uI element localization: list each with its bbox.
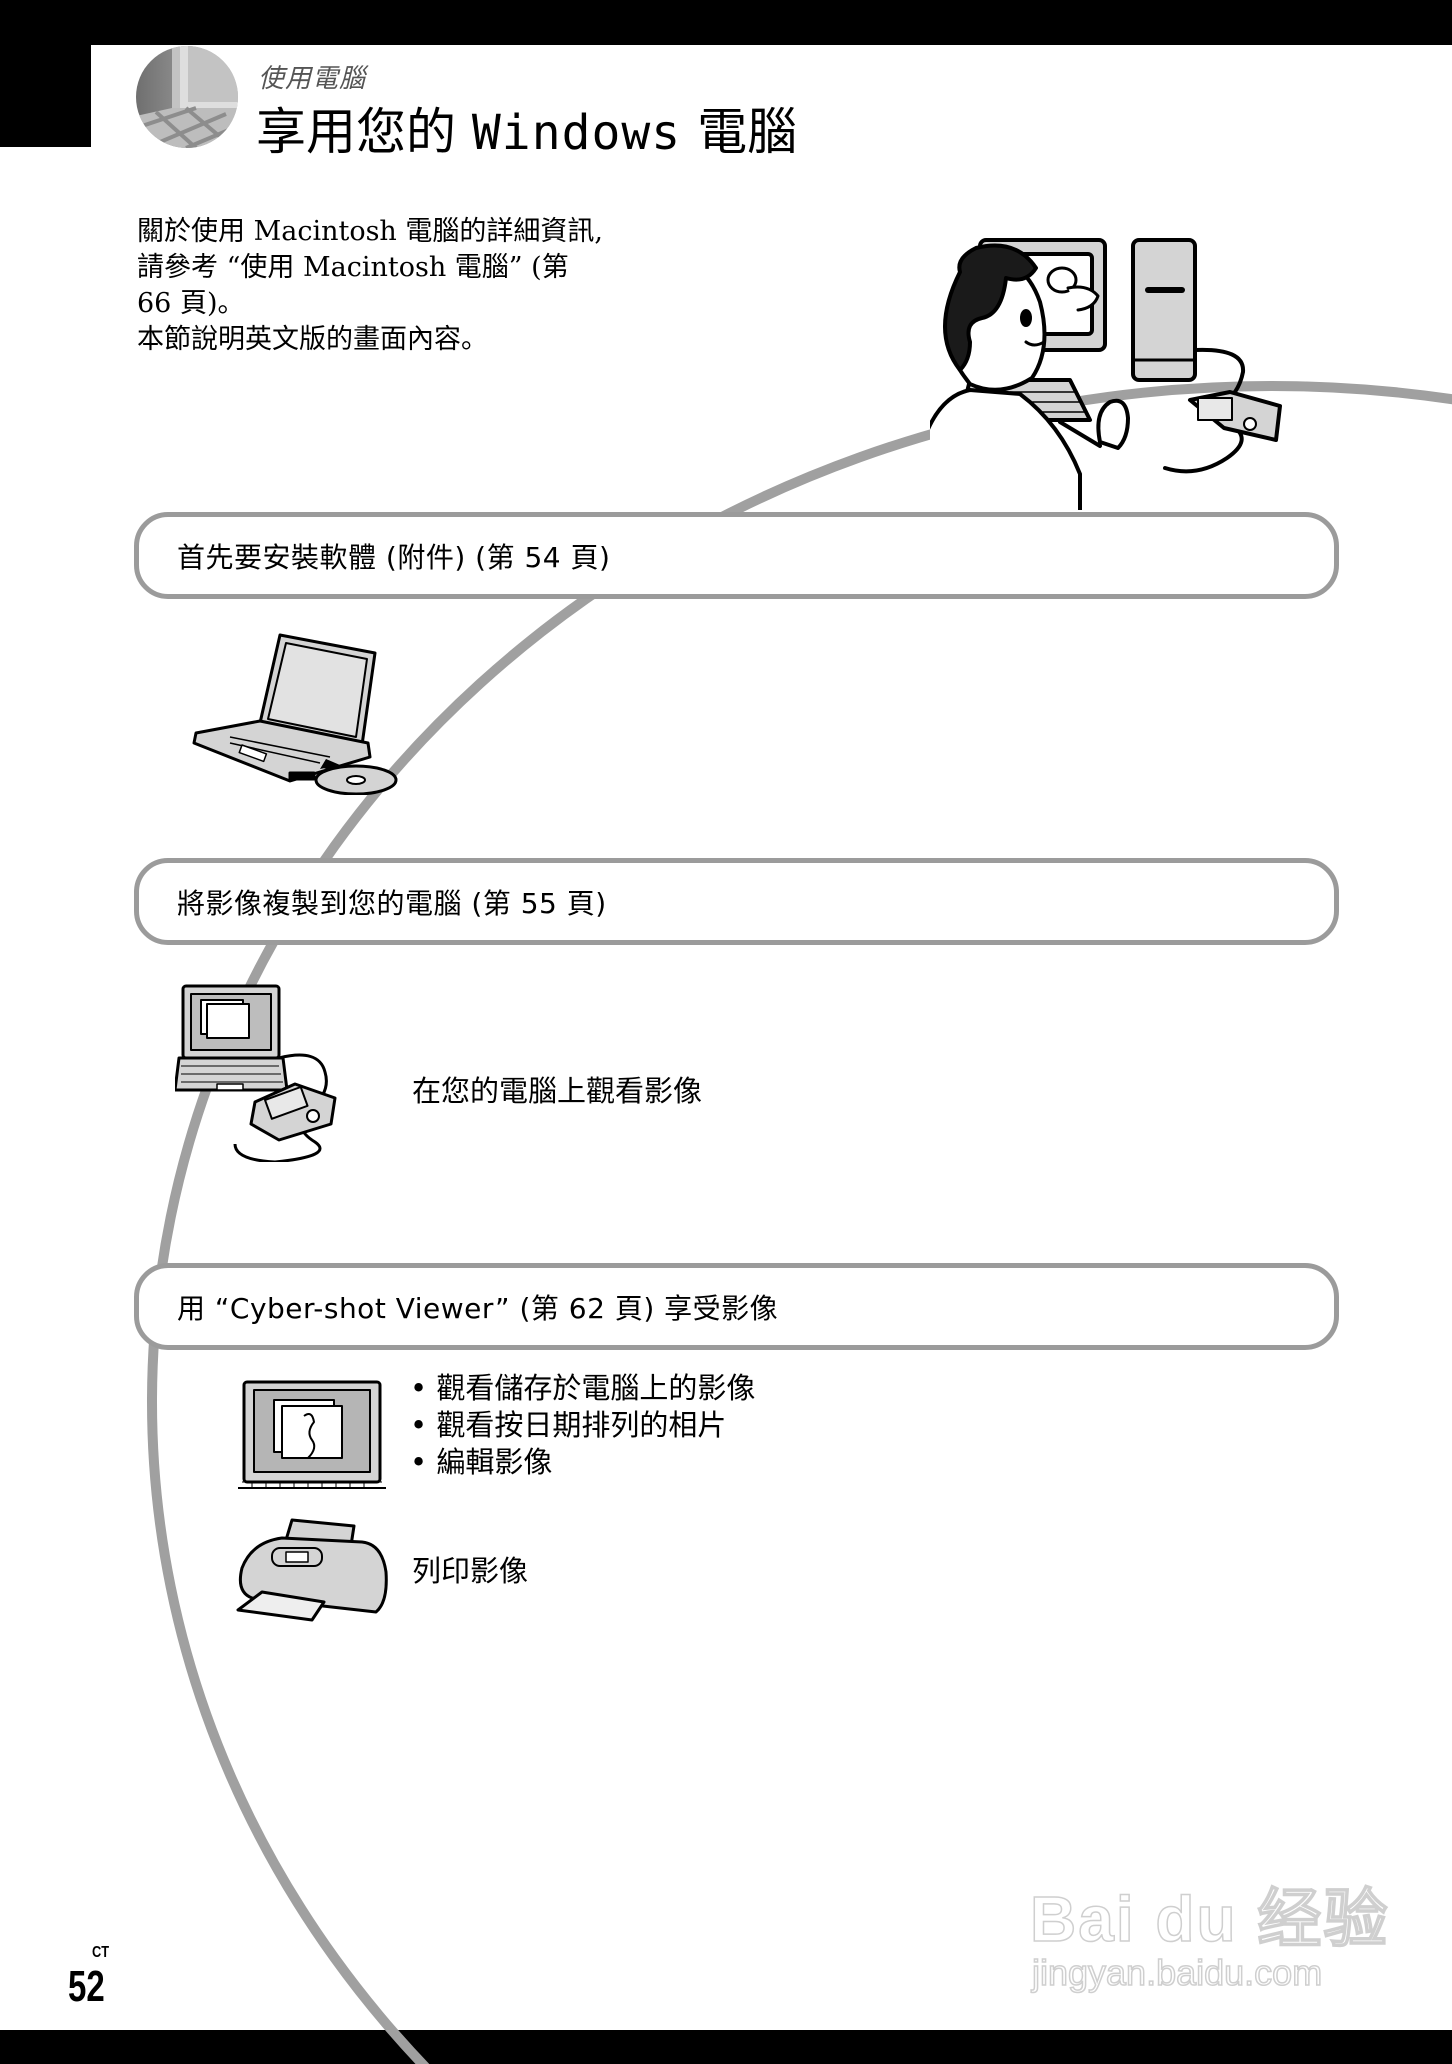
page-title: 享用您的 Windows 電腦 [256, 100, 797, 165]
laptop-screen-icon [238, 1380, 386, 1489]
intro-line: 本節說明英文版的畫面內容。 [137, 324, 488, 355]
print-images-label: 列印影像 [412, 1554, 529, 1588]
top-black-bar [0, 0, 1452, 45]
section-box-install-software[interactable]: 首先要安裝軟體 (附件) (第 54 頁) [134, 512, 1339, 599]
section-box-copy-images[interactable]: 將影像複製到您的電腦 (第 55 頁) [134, 858, 1339, 945]
laptop-cd-icon [192, 633, 398, 795]
person-computer-illustration-icon [930, 238, 1282, 510]
view-images-label: 在您的電腦上觀看影像 [412, 1074, 703, 1108]
title-suffix: 電腦 [697, 103, 798, 161]
section-heading: 首先要安裝軟體 (附件) (第 54 頁) [177, 540, 611, 574]
section-label: 使用電腦 [258, 64, 367, 94]
list-item: • 編輯影像 [410, 1445, 553, 1479]
title-windows: Windows [471, 105, 682, 161]
intro-line: 請參考 “使用 Macintosh 電腦” (第 [137, 252, 569, 283]
laptop-camera-icon [175, 984, 337, 1162]
section-heading: 用 “Cyber-shot Viewer” (第 62 頁) 享受影像 [177, 1291, 779, 1325]
intro-paragraph: 關於使用 Macintosh 電腦的詳細資訊, 請參考 “使用 Macintos… [137, 214, 697, 358]
page-number: 52 [68, 1962, 105, 2011]
watermark-brand: Bai du 经验 [1029, 1882, 1390, 1956]
list-item: • 觀看儲存於電腦上的影像 [410, 1371, 756, 1405]
viewer-feature-list: • 觀看儲存於電腦上的影像 • 觀看按日期排列的相片 • 編輯影像 [410, 1370, 755, 1481]
intro-line: 66 頁)。 [137, 288, 245, 319]
list-item: • 觀看按日期排列的相片 [410, 1408, 727, 1442]
bottom-black-bar [0, 2030, 1452, 2064]
section-box-cyber-shot-viewer[interactable]: 用 “Cyber-shot Viewer” (第 62 頁) 享受影像 [134, 1263, 1339, 1350]
watermark-url: jingyan.baidu.com [1031, 1951, 1323, 1994]
title-prefix: 享用您的 [256, 103, 456, 161]
intro-line: 關於使用 Macintosh 電腦的詳細資訊, [137, 216, 603, 247]
left-black-tab [0, 0, 91, 147]
section-logo-icon [136, 46, 238, 148]
section-heading: 將影像複製到您的電腦 (第 55 頁) [177, 886, 607, 920]
language-code: CT [92, 1944, 110, 1961]
printer-icon [236, 1518, 388, 1622]
